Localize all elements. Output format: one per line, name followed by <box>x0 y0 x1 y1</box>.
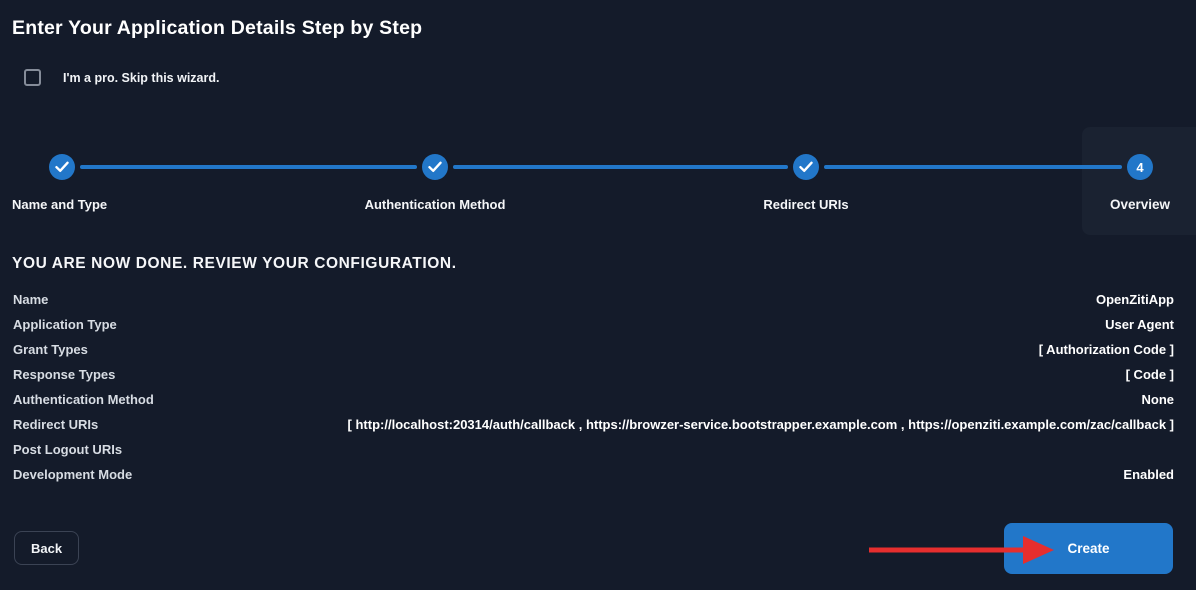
review-row-value: [ Authorization Code ] <box>1038 342 1174 357</box>
review-row-value: [ http://localhost:20314/auth/callback ,… <box>347 417 1174 432</box>
review-row-development-mode: Development Mode Enabled <box>13 462 1174 487</box>
stepper-connector <box>824 165 1122 169</box>
review-row-label: Response Types <box>13 367 116 382</box>
review-row-label: Grant Types <box>13 342 88 357</box>
review-row-post-logout-uris: Post Logout URIs <box>13 437 1174 462</box>
review-row-grant-types: Grant Types [ Authorization Code ] <box>13 337 1174 362</box>
create-button[interactable]: Create <box>1004 523 1173 574</box>
skip-wizard-checkbox[interactable] <box>24 69 41 86</box>
step-1-label: Name and Type <box>12 197 108 212</box>
check-icon <box>55 161 69 173</box>
review-row-label: Post Logout URIs <box>13 442 123 457</box>
review-rows: Name OpenZitiApp Application Type User A… <box>13 287 1174 487</box>
active-step-panel <box>1082 127 1196 235</box>
review-row-authentication-method: Authentication Method None <box>13 387 1174 412</box>
review-row-value: OpenZitiApp <box>1096 292 1174 307</box>
review-row-label: Redirect URIs <box>13 417 99 432</box>
review-row-label: Development Mode <box>13 467 133 482</box>
review-row-application-type: Application Type User Agent <box>13 312 1174 337</box>
review-row-label: Application Type <box>13 317 117 332</box>
step-3-circle[interactable] <box>793 154 819 180</box>
review-row-response-types: Response Types [ Code ] <box>13 362 1174 387</box>
check-icon <box>428 161 442 173</box>
back-button[interactable]: Back <box>14 531 80 565</box>
review-row-label: Name <box>13 292 49 307</box>
review-row-value: None <box>1141 392 1175 407</box>
review-row-value: Enabled <box>1123 467 1174 482</box>
step-1-circle[interactable] <box>49 154 75 180</box>
step-3-label: Redirect URIs <box>763 197 849 212</box>
review-row-redirect-uris: Redirect URIs [ http://localhost:20314/a… <box>13 412 1174 437</box>
review-row-name: Name OpenZitiApp <box>13 287 1174 312</box>
review-row-value: [ Code ] <box>1125 367 1174 382</box>
stepper-connector <box>453 165 788 169</box>
skip-wizard-row: I'm a pro. Skip this wizard. <box>24 69 219 86</box>
step-2-label: Authentication Method <box>364 197 506 212</box>
skip-wizard-label: I'm a pro. Skip this wizard. <box>63 70 220 85</box>
review-row-value: User Agent <box>1105 317 1174 332</box>
page-title: Enter Your Application Details Step by S… <box>12 17 423 39</box>
check-icon <box>799 161 813 173</box>
step-4-number: 4 <box>1136 159 1144 175</box>
review-row-label: Authentication Method <box>13 392 154 407</box>
step-2-circle[interactable] <box>422 154 448 180</box>
step-4-label: Overview <box>1109 197 1171 212</box>
review-heading: YOU ARE NOW DONE. REVIEW YOUR CONFIGURAT… <box>12 255 457 272</box>
stepper-connector <box>80 165 417 169</box>
step-4-circle[interactable]: 4 <box>1127 154 1153 180</box>
